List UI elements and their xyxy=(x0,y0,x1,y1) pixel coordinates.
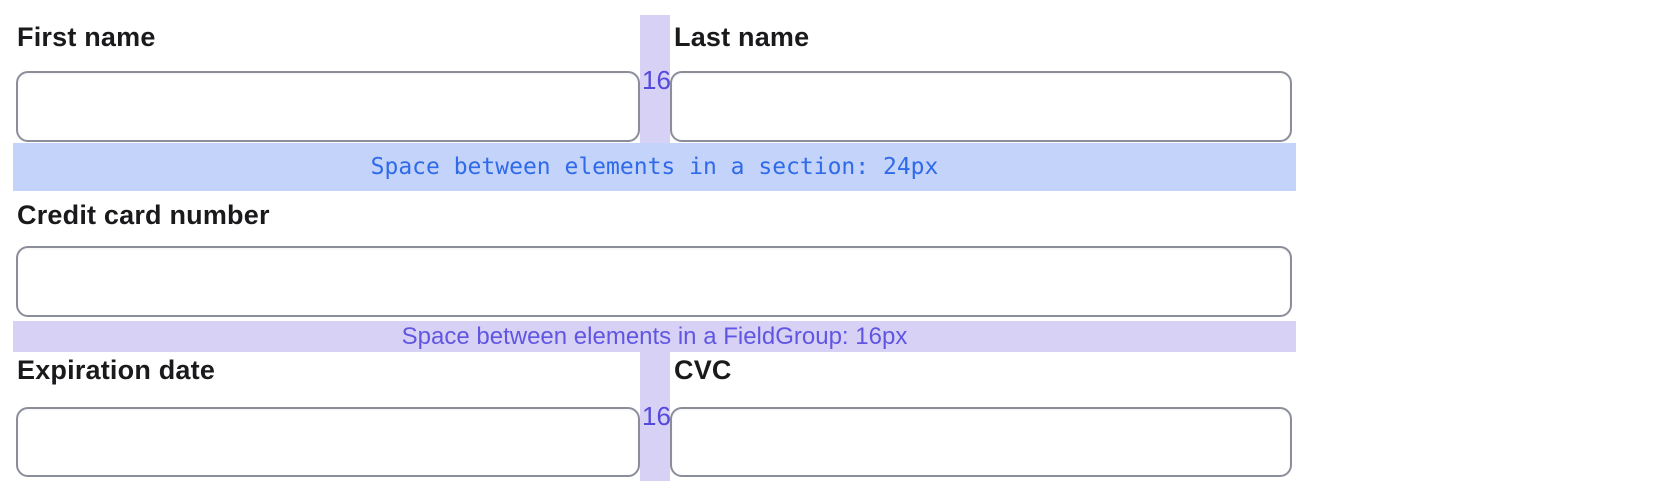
cvc-input[interactable] xyxy=(670,407,1292,477)
fieldgroup-spacing-highlight: Space between elements in a FieldGroup: … xyxy=(13,321,1296,352)
section-spacing-label: Space between elements in a section: 24p… xyxy=(370,154,939,180)
expiration-date-label: Expiration date xyxy=(17,355,216,385)
column-gap-value-row2: 16 xyxy=(642,401,671,431)
credit-card-number-label: Credit card number xyxy=(17,200,270,230)
expiration-date-input[interactable] xyxy=(16,407,640,477)
first-name-label: First name xyxy=(17,22,156,52)
column-gap-value-row1: 16 xyxy=(642,65,671,95)
column-gap-highlight-row1 xyxy=(640,15,670,143)
last-name-label: Last name xyxy=(674,22,810,52)
fieldgroup-spacing-label: Space between elements in a FieldGroup: … xyxy=(401,322,908,350)
last-name-input[interactable] xyxy=(670,71,1292,142)
credit-card-number-input[interactable] xyxy=(16,246,1292,317)
first-name-input[interactable] xyxy=(16,71,640,142)
section-spacing-highlight: Space between elements in a section: 24p… xyxy=(13,143,1296,191)
column-gap-highlight-row2 xyxy=(640,352,670,481)
cvc-label: CVC xyxy=(674,355,732,385)
